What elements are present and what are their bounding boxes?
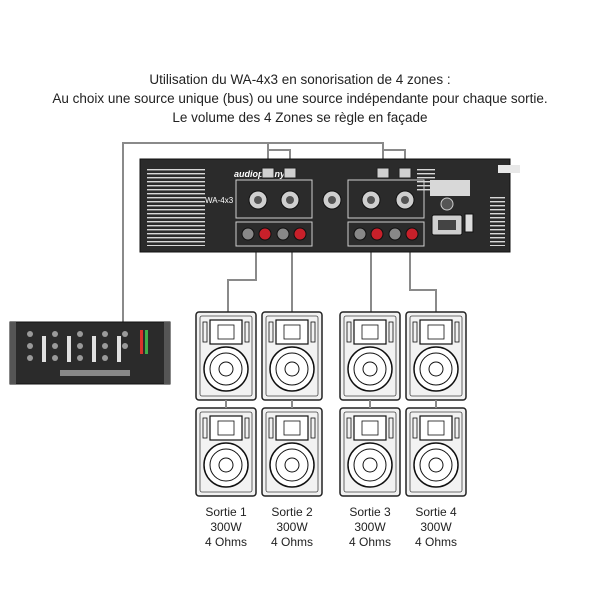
binding-post-black xyxy=(388,227,402,241)
speaker-cabinet xyxy=(195,311,257,401)
diagram-caption: Utilisation du WA-4x3 en sonorisation de… xyxy=(0,70,600,127)
woofer xyxy=(413,442,459,488)
output-impedance: 4 Ohms xyxy=(414,535,457,549)
output-power: 300W xyxy=(354,520,386,534)
woofer xyxy=(269,442,315,488)
output-power: 300W xyxy=(210,520,242,534)
output-name: Sortie 1 xyxy=(205,505,247,519)
output-impedance: 4 Ohms xyxy=(270,535,313,549)
horn-tweeter xyxy=(209,319,243,345)
speaker-cabinet xyxy=(261,311,323,401)
model-label: WA-4x3 xyxy=(205,196,234,205)
input-selector-switch xyxy=(398,167,412,179)
mixer-vu-meter xyxy=(140,330,148,354)
woofer xyxy=(203,346,249,392)
speaker-cable-4 xyxy=(409,252,437,312)
left-vent-grille xyxy=(147,168,205,246)
cables xyxy=(122,142,437,322)
output-name: Sortie 3 xyxy=(349,505,391,519)
fuse-holder xyxy=(440,197,454,211)
mixer-source xyxy=(9,321,171,385)
binding-post-black xyxy=(353,227,367,241)
speaker-cabinet xyxy=(195,407,257,497)
input-selector-switch xyxy=(261,167,275,179)
horn-tweeter xyxy=(419,415,453,441)
crossfader xyxy=(60,370,130,376)
caption-line-3: Le volume des 4 Zones se règle en façade xyxy=(172,110,428,125)
woofer xyxy=(413,346,459,392)
woofer xyxy=(347,346,393,392)
horn-tweeter xyxy=(353,415,387,441)
binding-post-red xyxy=(370,227,384,241)
input-module-left xyxy=(235,179,313,219)
caption-line-2: Au choix une source unique (bus) ou une … xyxy=(52,91,548,106)
output-power: 300W xyxy=(420,520,452,534)
mixer-knobs xyxy=(27,331,128,361)
speaker-cable-1 xyxy=(227,252,257,312)
serial-label xyxy=(498,165,520,173)
warning-label xyxy=(430,180,470,196)
speaker-cabinet xyxy=(261,407,323,497)
output-name: Sortie 4 xyxy=(415,505,457,519)
input-module-right xyxy=(347,179,425,219)
speaker-output-terminals xyxy=(235,221,425,247)
horn-tweeter xyxy=(353,319,387,345)
horn-tweeter xyxy=(275,415,309,441)
right-vent-grille xyxy=(490,196,505,246)
caption-line-1: Utilisation du WA-4x3 en sonorisation de… xyxy=(149,72,451,87)
horn-tweeter xyxy=(209,415,243,441)
input-selector-switch xyxy=(283,167,297,179)
speaker-cabinet xyxy=(405,407,467,497)
mixer-faders xyxy=(42,336,121,362)
binding-post-black xyxy=(276,227,290,241)
speaker-cabinet xyxy=(339,311,401,401)
output-name: Sortie 2 xyxy=(271,505,313,519)
output-impedance: 4 Ohms xyxy=(204,535,247,549)
woofer xyxy=(269,346,315,392)
brand-logo: audiophony xyxy=(234,169,286,179)
horn-tweeter xyxy=(275,319,309,345)
binding-post-red xyxy=(293,227,307,241)
output-power: 300W xyxy=(276,520,308,534)
output-impedance: 4 Ohms xyxy=(348,535,391,549)
speaker-array xyxy=(195,311,467,497)
woofer xyxy=(347,442,393,488)
binding-post-black xyxy=(241,227,255,241)
woofer xyxy=(203,442,249,488)
horn-tweeter xyxy=(419,319,453,345)
input-selector-switch xyxy=(376,167,390,179)
binding-post-red xyxy=(258,227,272,241)
power-switch xyxy=(464,213,474,233)
speaker-cabinet xyxy=(339,407,401,497)
speaker-cabinet xyxy=(405,311,467,401)
binding-post-red xyxy=(405,227,419,241)
amplifier-rear-panel: audiophony WA-4x3 xyxy=(139,158,520,253)
